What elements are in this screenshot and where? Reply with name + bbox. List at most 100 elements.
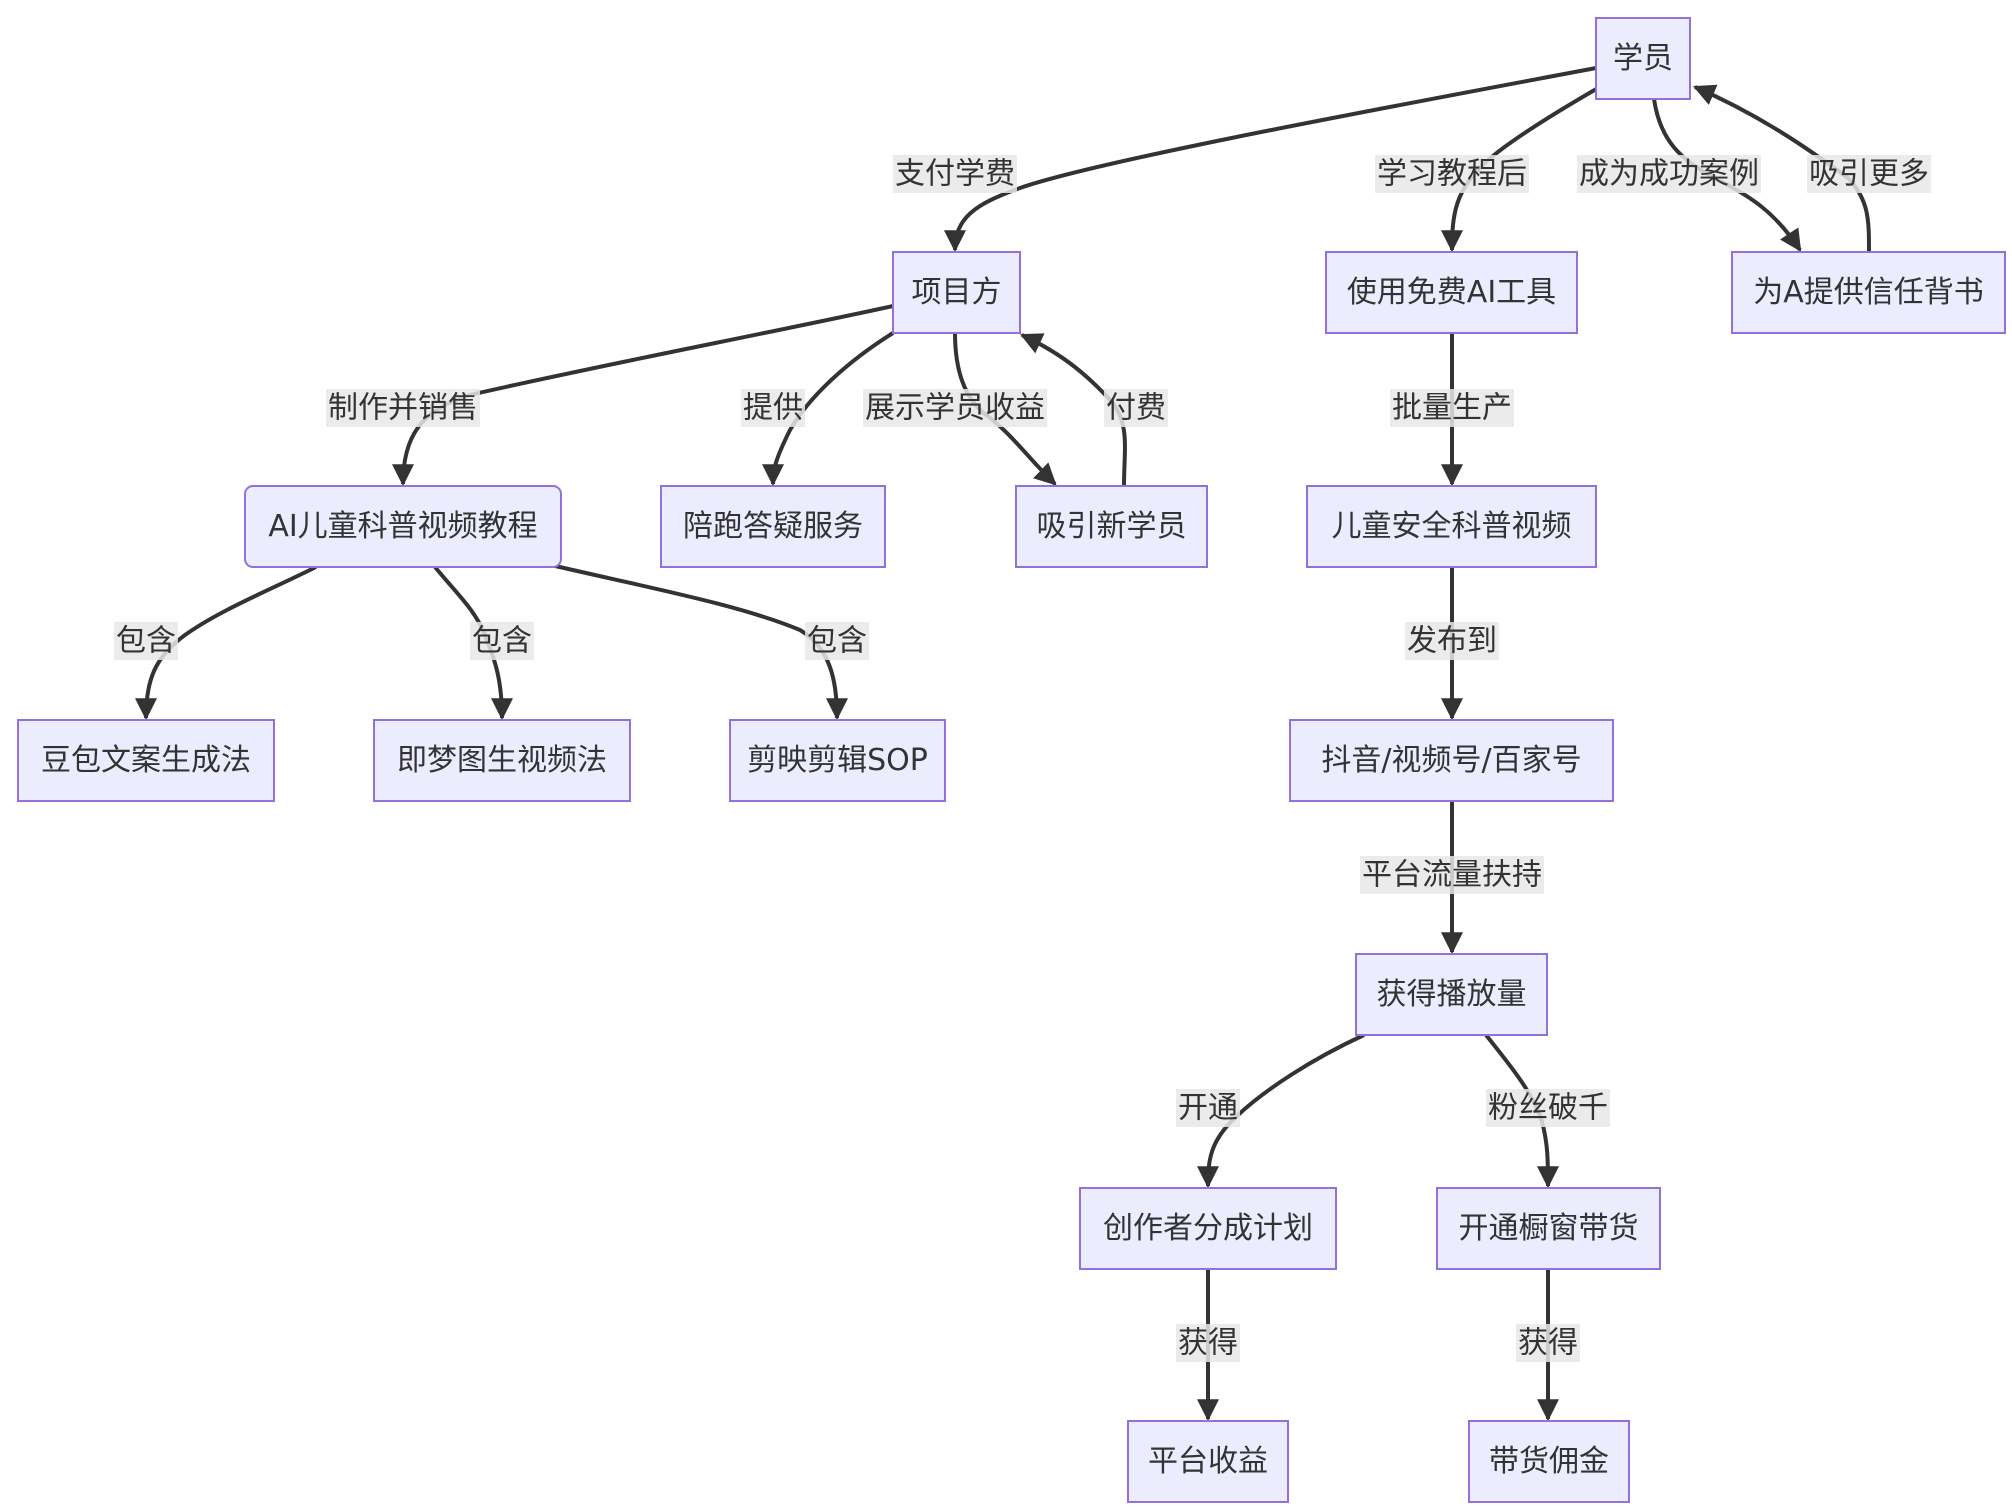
node-student: 学员 [1595, 17, 1691, 100]
edge-label-bg [1516, 1324, 1580, 1362]
edge-label-text: 提供 [743, 391, 803, 426]
edge-label-bg [741, 389, 805, 427]
edge-label-student-to-free-ai: 学习教程后 [1375, 155, 1529, 193]
node-box [1595, 17, 1691, 100]
edge-label-bg [1104, 389, 1168, 427]
edge-label-bg [1577, 155, 1761, 193]
edge-label-bg [114, 622, 178, 660]
edge-label-bg [326, 389, 480, 427]
edge-label-window-to-commission: 获得 [1516, 1324, 1580, 1362]
edge-label-text: 包含 [807, 624, 867, 659]
edge-tutorial-to-jianying [550, 563, 848, 721]
edge-label-text: 包含 [116, 624, 176, 659]
edge-label-free-ai-to-video: 批量生产 [1390, 389, 1514, 427]
edge-label-text: 开通 [1178, 1091, 1238, 1126]
edge-label-text: 发布到 [1407, 624, 1497, 659]
edge-label-bg [1360, 856, 1544, 894]
node-box [373, 719, 631, 802]
node-label: 使用免费AI工具 [1347, 275, 1556, 310]
node-free-ai: 使用免费AI工具 [1325, 251, 1578, 334]
edge-label-attract-to-project: 付费 [1104, 389, 1168, 427]
edge-label-bg [1405, 622, 1499, 660]
node-box [1079, 1187, 1337, 1270]
node-tutorial: AI儿童科普视频教程 [244, 485, 562, 568]
edge-label-project-to-support: 提供 [741, 389, 805, 427]
node-box [729, 719, 946, 802]
node-box [1289, 719, 1614, 802]
edge-label-platforms-to-views: 平台流量扶持 [1360, 856, 1544, 894]
edge-label-bg [893, 155, 1017, 193]
edge-label-student-to-project: 支付学费 [893, 155, 1017, 193]
edge-label-views-to-creator: 开通 [1176, 1089, 1240, 1127]
node-box [892, 251, 1021, 334]
edge-label-creator-to-income: 获得 [1176, 1324, 1240, 1362]
edge-label-text: 成为成功案例 [1579, 157, 1759, 192]
edge-label-text: 批量生产 [1392, 391, 1512, 426]
node-attract: 吸引新学员 [1015, 485, 1208, 568]
node-creator: 创作者分成计划 [1079, 1187, 1337, 1270]
node-box [1355, 953, 1548, 1036]
node-trust: 为A提供信任背书 [1731, 251, 2006, 334]
edge-label-student-to-trust: 成为成功案例 [1577, 155, 1761, 193]
node-video: 儿童安全科普视频 [1306, 485, 1597, 568]
edge-label-text: 平台流量扶持 [1362, 858, 1542, 893]
edge-label-tutorial-to-jimeng: 包含 [470, 622, 534, 660]
edge-views-to-creator [1197, 1033, 1365, 1189]
edge-label-bg [1375, 155, 1529, 193]
node-label: 陪跑答疑服务 [683, 509, 863, 544]
node-label: 学员 [1613, 41, 1673, 76]
node-label: 剪映剪辑SOP [747, 743, 928, 778]
node-label: 开通橱窗带货 [1459, 1211, 1639, 1246]
node-box [1731, 251, 2006, 334]
node-label: 带货佣金 [1489, 1444, 1609, 1479]
edge-label-text: 制作并销售 [328, 391, 478, 426]
node-label: 豆包文案生成法 [41, 743, 251, 778]
edge-label-bg [1486, 1089, 1610, 1127]
edge-label-text: 包含 [472, 624, 532, 659]
node-label: 平台收益 [1148, 1444, 1268, 1479]
node-platforms: 抖音/视频号/百家号 [1289, 719, 1614, 802]
edge-label-text: 付费 [1106, 391, 1166, 426]
edge-label-bg [1390, 389, 1514, 427]
node-box [660, 485, 886, 568]
node-box [1436, 1187, 1661, 1270]
node-support: 陪跑答疑服务 [660, 485, 886, 568]
edge-tutorial-to-doubao [135, 565, 317, 721]
edge-label-bg [805, 622, 869, 660]
node-box [1306, 485, 1597, 568]
edge-label-project-to-tutorial: 制作并销售 [326, 389, 480, 427]
edge-label-bg [863, 389, 1047, 427]
edge-label-trust-to-student: 吸引更多 [1807, 155, 1931, 193]
node-label: 抖音/视频号/百家号 [1321, 743, 1581, 778]
edge-label-bg [470, 622, 534, 660]
edge-student-to-project [944, 66, 1597, 253]
node-label: 创作者分成计划 [1103, 1211, 1313, 1246]
edge-label-project-to-attract: 展示学员收益 [863, 389, 1047, 427]
edge-label-text: 学习教程后 [1377, 157, 1527, 192]
node-box [1127, 1420, 1289, 1503]
edge-label-tutorial-to-doubao: 包含 [114, 622, 178, 660]
node-box [1468, 1420, 1630, 1503]
node-label: 获得播放量 [1377, 977, 1527, 1012]
node-label: 儿童安全科普视频 [1332, 509, 1572, 544]
nodes-layer: 学员项目方使用免费AI工具为A提供信任背书AI儿童科普视频教程陪跑答疑服务吸引新… [17, 17, 2006, 1503]
edge-label-text: 展示学员收益 [865, 391, 1045, 426]
edge-label-text: 获得 [1178, 1326, 1238, 1361]
edge-label-bg [1176, 1324, 1240, 1362]
edge-label-video-to-platforms: 发布到 [1405, 622, 1499, 660]
node-window: 开通橱窗带货 [1436, 1187, 1661, 1270]
edge-project-to-tutorial [392, 304, 894, 487]
node-doubao: 豆包文案生成法 [17, 719, 275, 802]
node-box [244, 485, 562, 568]
node-label: 为A提供信任背书 [1753, 275, 1984, 310]
node-label: AI儿童科普视频教程 [268, 509, 537, 544]
node-income: 平台收益 [1127, 1420, 1289, 1503]
node-box [17, 719, 275, 802]
node-jianying: 剪映剪辑SOP [729, 719, 946, 802]
edge-label-text: 获得 [1518, 1326, 1578, 1361]
node-label: 吸引新学员 [1037, 509, 1187, 544]
node-label: 即梦图生视频法 [397, 743, 607, 778]
